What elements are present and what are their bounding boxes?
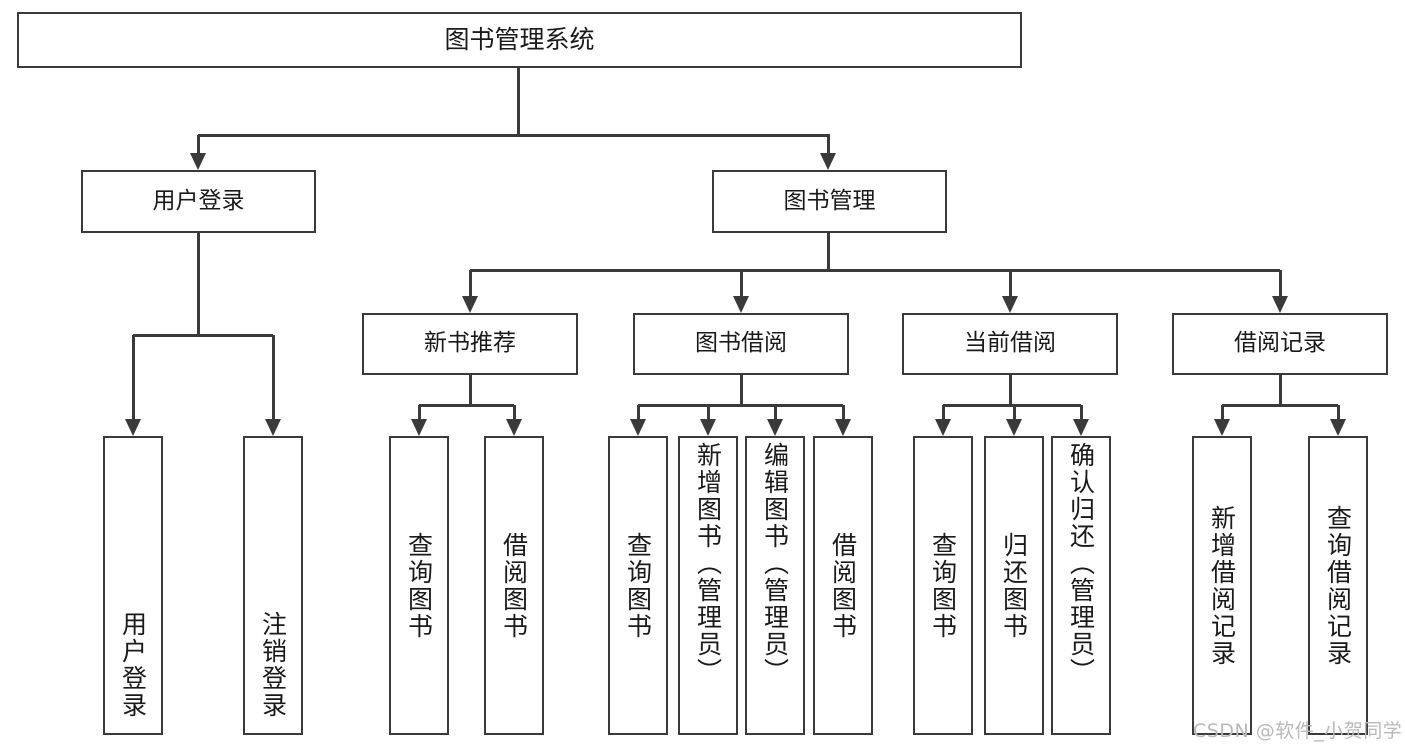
node-label-l-bor-4: 借阅图书: [828, 531, 858, 640]
connector-login-drop-1: [131, 335, 135, 420]
connector-rec-drop-1: [1220, 405, 1224, 419]
arrow-bor-4-icon: [835, 419, 851, 436]
arrow-new-2-icon: [506, 419, 522, 436]
connector-new-bar: [419, 403, 514, 407]
node-label-l-login-2: 注销登录: [258, 611, 288, 719]
connector-bor-drop-3: [773, 405, 777, 419]
node-label-l-bor-3: 编辑图书（管理员）: [760, 442, 790, 685]
node-label-l-login-1: 用户登录: [118, 611, 148, 719]
node-label-l-bor-2: 新增图书（管理员）: [693, 442, 723, 685]
arrow-new-1-icon: [411, 419, 427, 436]
node-l-new-2: 借阅图书: [484, 436, 544, 735]
arrow-rec-1-icon: [1214, 419, 1230, 436]
connector-login-stem: [196, 233, 200, 335]
node-l-bor-4: 借阅图书: [813, 436, 873, 735]
connector-bor-drop-1: [636, 405, 640, 419]
connector-manage-stem: [826, 233, 830, 270]
node-root: 图书管理系统: [17, 12, 1022, 68]
connector-root-bar: [198, 133, 830, 137]
node-l-cur-3: 确认归还（管理员）: [1051, 436, 1111, 735]
connector-manage-drop-4: [1278, 270, 1282, 296]
arrow-rec-2-icon: [1330, 419, 1346, 436]
node-label-t2-current: 当前借阅: [964, 330, 1056, 357]
arrow-record-icon: [1272, 296, 1288, 313]
node-label-t1-login: 用户登录: [152, 187, 245, 214]
node-t2-current: 当前借阅: [902, 313, 1118, 375]
node-l-login-1: 用户登录: [103, 436, 163, 735]
connector-root-drop-manage: [826, 135, 830, 153]
connector-cur-drop-2: [1012, 405, 1016, 419]
arrow-login-1-icon: [125, 419, 141, 436]
connector-new-drop-2: [512, 405, 516, 419]
node-label-l-cur-3: 确认归还（管理员）: [1066, 442, 1096, 685]
node-label-t2-borrow: 图书借阅: [695, 330, 787, 357]
connector-bor-stem: [739, 375, 743, 405]
node-l-bor-2: 新增图书（管理员）: [678, 436, 738, 735]
arrow-cur-2-icon: [1006, 419, 1022, 436]
arrow-bor-1-icon: [630, 419, 646, 436]
node-label-l-cur-1: 查询图书: [928, 531, 958, 640]
connector-manage-drop-3: [1008, 270, 1012, 296]
connector-new-stem: [468, 375, 472, 405]
connector-cur-drop-1: [941, 405, 945, 419]
connector-bor-drop-2: [706, 405, 710, 419]
connector-rec-bar: [1222, 403, 1338, 407]
node-label-l-bor-1: 查询图书: [623, 531, 653, 640]
node-l-cur-2: 归还图书: [984, 436, 1044, 735]
node-label-t2-newbook: 新书推荐: [424, 330, 516, 357]
node-label-t2-record: 借阅记录: [1234, 330, 1326, 357]
connector-new-drop-1: [417, 405, 421, 419]
connector-manage-bar: [470, 268, 1280, 272]
node-l-cur-1: 查询图书: [913, 436, 973, 735]
node-label-l-cur-2: 归还图书: [999, 531, 1029, 640]
arrow-bor-3-icon: [767, 419, 783, 436]
connector-login-drop-2: [271, 335, 275, 420]
arrow-borrow-icon: [733, 296, 749, 313]
connector-cur-stem: [1008, 375, 1012, 405]
node-t1-manage: 图书管理: [712, 170, 947, 233]
connector-rec-drop-2: [1336, 405, 1340, 419]
node-l-bor-3: 编辑图书（管理员）: [745, 436, 805, 735]
connector-manage-drop-2: [739, 270, 743, 296]
arrow-login-icon: [190, 153, 206, 170]
node-label-l-rec-2: 查询借阅记录: [1323, 504, 1353, 667]
node-label-l-new-1: 查询图书: [404, 531, 434, 640]
node-label-l-rec-1: 新增借阅记录: [1207, 504, 1237, 667]
node-l-rec-1: 新增借阅记录: [1192, 436, 1252, 735]
node-l-bor-1: 查询图书: [608, 436, 668, 735]
node-l-login-2: 注销登录: [243, 436, 303, 735]
arrow-login-2-icon: [265, 419, 281, 436]
arrow-bor-2-icon: [700, 419, 716, 436]
arrow-newbook-icon: [462, 296, 478, 313]
connector-root-stem: [516, 68, 520, 135]
node-label-t1-manage: 图书管理: [783, 187, 876, 214]
node-t2-borrow: 图书借阅: [633, 313, 849, 375]
node-t2-record: 借阅记录: [1172, 313, 1388, 375]
node-t2-newbook: 新书推荐: [362, 313, 578, 375]
connector-bor-drop-4: [841, 405, 845, 419]
connector-login-bar: [133, 333, 273, 337]
connector-bor-bar: [638, 403, 843, 407]
arrow-manage-icon: [820, 153, 836, 170]
arrow-current-icon: [1002, 296, 1018, 313]
arrow-cur-3-icon: [1073, 419, 1089, 436]
connector-cur-drop-3: [1079, 405, 1083, 419]
node-l-new-1: 查询图书: [389, 436, 449, 735]
connector-manage-drop-1: [468, 270, 472, 296]
connector-rec-stem: [1278, 375, 1282, 405]
node-label-root: 图书管理系统: [444, 25, 595, 55]
node-t1-login: 用户登录: [81, 170, 316, 233]
node-l-rec-2: 查询借阅记录: [1308, 436, 1368, 735]
arrow-cur-1-icon: [935, 419, 951, 436]
connector-root-drop-login: [196, 135, 200, 153]
node-label-l-new-2: 借阅图书: [499, 531, 529, 640]
connector-cur-bar: [943, 403, 1081, 407]
